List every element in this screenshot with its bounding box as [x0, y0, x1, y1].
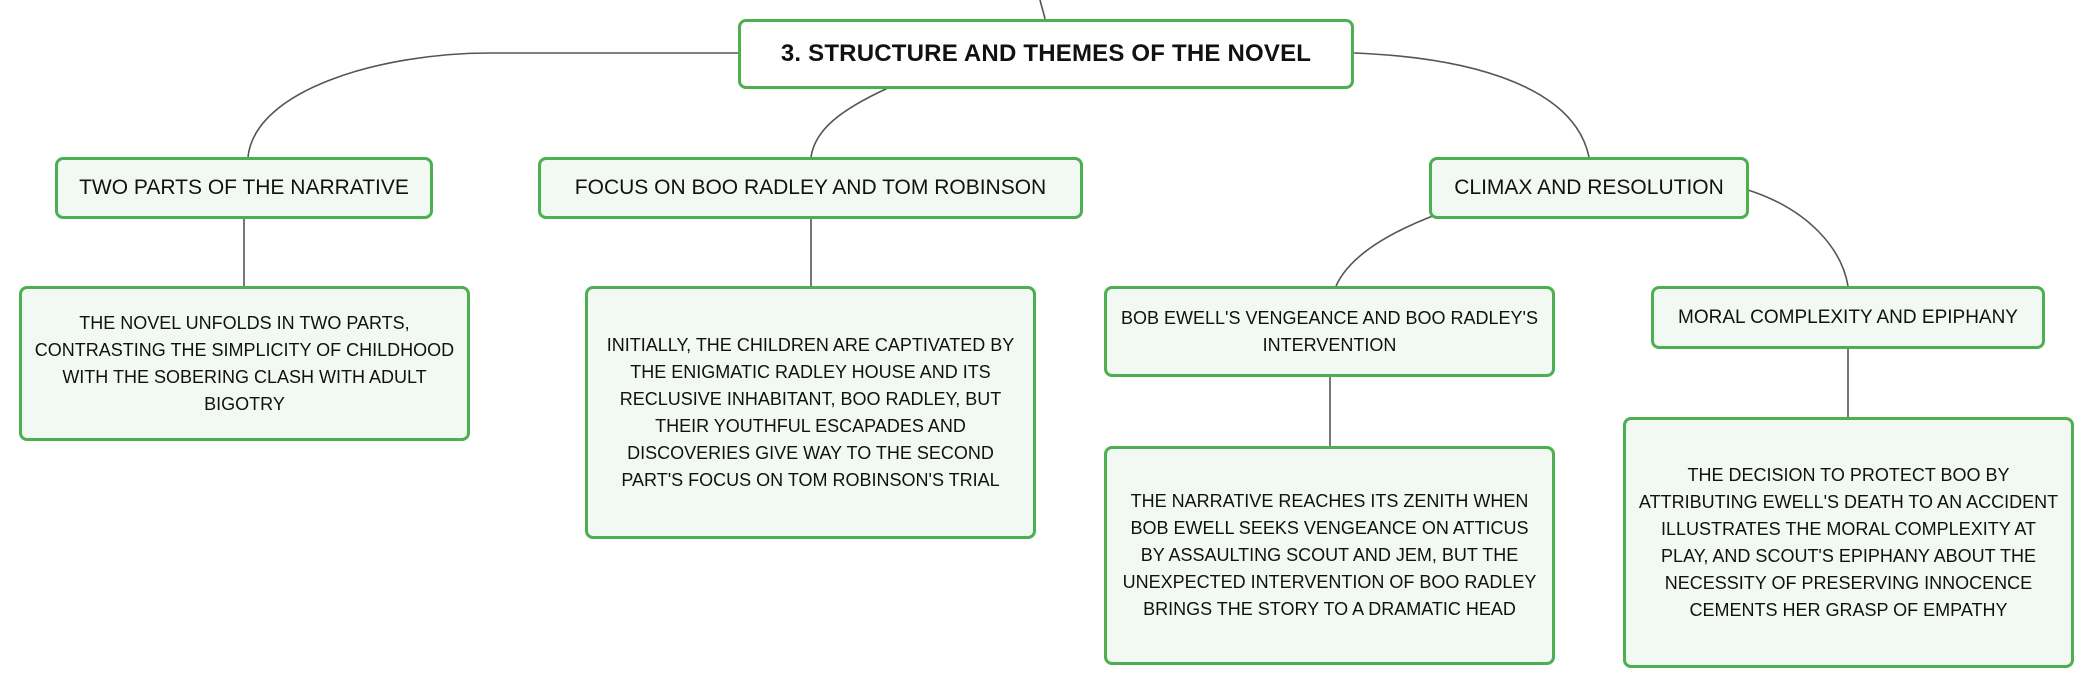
detail-text: THE NOVEL UNFOLDS IN TWO PARTS, CONTRAST… — [34, 312, 455, 414]
connector-climax-bob-ewell — [1335, 213, 1439, 287]
topic-node-focus[interactable]: FOCUS ON BOO RADLEY AND TOM ROBINSON — [538, 157, 1083, 219]
detail-node-bob-ewell[interactable]: THE NARRATIVE REACHES ITS ZENITH WHEN BO… — [1104, 446, 1555, 665]
detail-node-focus[interactable]: INITIALLY, THE CHILDREN ARE CAPTIVATED B… — [585, 286, 1036, 539]
subtopic-node-moral[interactable]: MORAL COMPLEXITY AND EPIPHANY — [1651, 286, 2045, 349]
detail-text: THE NARRATIVE REACHES ITS ZENITH WHEN BO… — [1122, 491, 1537, 619]
connector-climax-moral — [1747, 189, 1849, 287]
detail-text: THE DECISION TO PROTECT BOO BY ATTRIBUTI… — [1638, 464, 2059, 620]
detail-node-two-parts[interactable]: THE NOVEL UNFOLDS IN TWO PARTS, CONTRAST… — [19, 286, 470, 441]
connector-title-climax — [1353, 52, 1590, 158]
subtopic-label: BOB EWELL'S VENGEANCE AND BOO RADLEY'S I… — [1121, 307, 1538, 355]
topic-label: FOCUS ON BOO RADLEY AND TOM ROBINSON — [574, 176, 1047, 199]
detail-text: INITIALLY, THE CHILDREN ARE CAPTIVATED B… — [606, 334, 1015, 490]
connector-title-focus — [810, 87, 889, 158]
subtopic-label: MORAL COMPLEXITY AND EPIPHANY — [1678, 306, 2018, 328]
detail-node-moral[interactable]: THE DECISION TO PROTECT BOO BY ATTRIBUTI… — [1623, 417, 2074, 668]
topic-label: TWO PARTS OF THE NARRATIVE — [79, 176, 409, 199]
topic-node-two-parts[interactable]: TWO PARTS OF THE NARRATIVE — [55, 157, 433, 219]
central-topic-label: 3. STRUCTURE AND THEMES OF THE NOVEL — [780, 40, 1312, 67]
topic-node-climax[interactable]: CLIMAX AND RESOLUTION — [1429, 157, 1749, 219]
central-topic-node[interactable]: 3. STRUCTURE AND THEMES OF THE NOVEL — [738, 19, 1354, 89]
subtopic-node-bob-ewell[interactable]: BOB EWELL'S VENGEANCE AND BOO RADLEY'S I… — [1104, 286, 1555, 377]
topic-label: CLIMAX AND RESOLUTION — [1454, 176, 1724, 199]
connector-parent-title — [1039, 0, 1046, 20]
connector-title-two-parts — [247, 52, 738, 158]
